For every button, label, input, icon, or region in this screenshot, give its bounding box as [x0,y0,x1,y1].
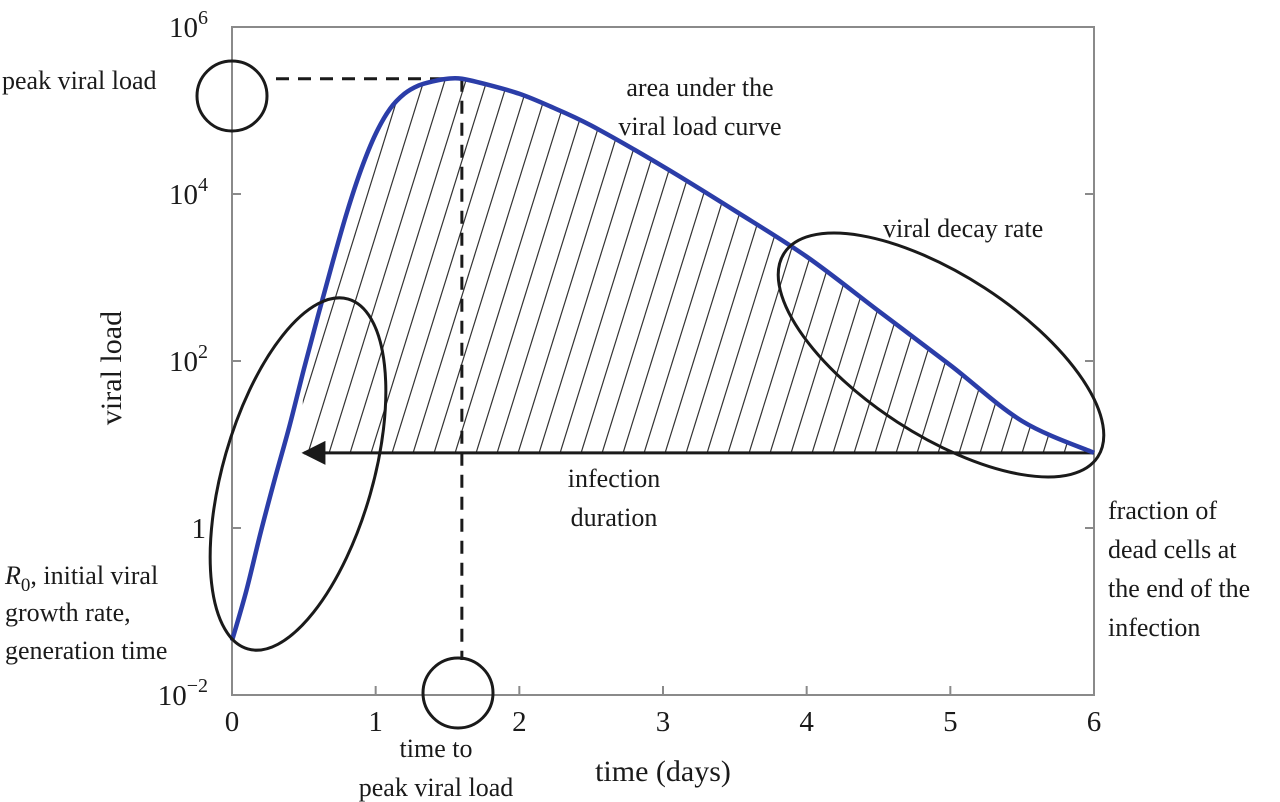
viral-decay-label: viral decay rate [883,214,1043,243]
infection-duration-label-line1: infection [568,464,660,493]
hatch-line [304,78,426,453]
hatch-line [409,78,531,453]
hatch-line [493,78,615,453]
x-tick-label: 5 [943,706,958,738]
hatch-line [302,78,321,453]
y-axis-title: viral load [95,311,128,425]
infection-duration-label-line2: duration [571,503,658,532]
x-tick-label: 0 [225,706,240,738]
viral-decay-ellipse [776,231,1106,479]
initial-growth-ellipse [208,296,388,652]
y-tick-label: 106 [169,7,208,44]
r0-label-line3: generation time [5,636,167,665]
time-to-peak-circle [421,656,495,730]
hatch-line [1145,77,1265,463]
dead-cells-label-line1: fraction of [1108,496,1217,525]
hatch-line [1124,77,1244,463]
hatch-line [1166,77,1280,463]
peak-viral-load-circle [195,59,269,133]
hatch-line [976,78,1094,453]
y-tick-label: 1 [192,513,207,545]
auc-label-line2: viral load curve [618,112,781,141]
r0-label-line1: R0, initial viral [4,561,158,596]
y-tick-label: 10−2 [158,675,208,712]
hatch-line [302,78,405,453]
x-tick-label: 3 [656,706,671,738]
time-to-peak-label-line2: peak viral load [359,773,514,802]
hatch-line [325,78,447,453]
hatch-line [430,78,552,453]
hatch-line [1081,78,1094,453]
hatch-line [451,78,573,453]
y-axis: 10−2 1 102 104 106 [158,7,1094,712]
y-tick-label: 104 [169,174,208,211]
dead-cells-label-line4: infection [1108,613,1200,642]
x-tick-label: 2 [512,706,527,738]
x-tick-label: 1 [368,706,383,738]
dead-cells-label-line2: dead cells at [1108,535,1237,564]
hatch-line [955,78,1077,453]
r0-label-line2: growth rate, [5,598,131,627]
hatch-line [346,78,468,453]
y-tick-label: 102 [169,341,208,378]
hatch-line [1039,78,1094,453]
x-tick-label: 6 [1087,706,1102,738]
hatch-line [1018,78,1094,453]
x-axis-title: time (days) [595,755,731,788]
dead-cells-label-line3: the end of the [1108,574,1250,603]
hatch-line [472,78,594,453]
hatch-line [388,78,510,453]
hatch-line [997,78,1094,453]
hatch-line [514,78,636,453]
hatch-line [1060,78,1094,453]
auc-label-line1: area under the [626,73,773,102]
viral-load-curve [229,75,1095,642]
x-axis: 0 1 2 3 4 5 6 [225,686,1102,738]
peak-viral-load-label: peak viral load [2,66,157,95]
time-to-peak-label-line1: time to [400,734,473,763]
x-tick-label: 4 [799,706,814,738]
hatch-line [367,78,489,453]
hatch-line [1103,77,1223,463]
